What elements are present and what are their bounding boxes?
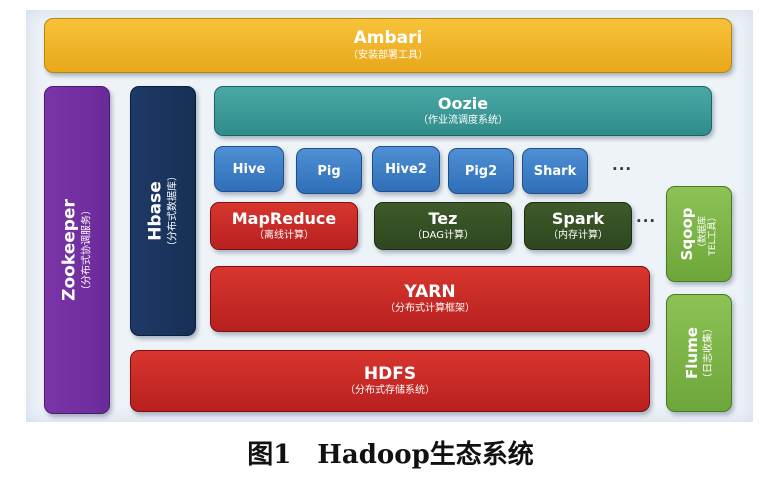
shark-title: Shark: [533, 163, 577, 179]
figure-caption: 图1 Hadoop生态系统: [247, 440, 534, 470]
zookeeper-title: Zookeeper: [59, 199, 80, 301]
ambari-title: Ambari: [353, 28, 423, 49]
ambari-subtitle: （安装部署工具）: [348, 49, 428, 61]
yarn-block: YARN （分布式计算框架）: [210, 266, 650, 332]
spark-block: Spark （内存计算）: [524, 202, 632, 250]
hive2-title: Hive2: [385, 161, 427, 177]
hdfs-block: HDFS （分布式存储系统）: [130, 350, 650, 412]
hive-block: Hive: [214, 146, 284, 192]
hbase-subtitle: （分布式数据库）: [167, 171, 179, 251]
zookeeper-subtitle: （分布式协调服务）: [81, 205, 93, 295]
ambari-block: Ambari （安装部署工具）: [44, 18, 732, 73]
hdfs-subtitle: （分布式存储系统）: [345, 385, 435, 397]
hive-title: Hive: [232, 161, 266, 177]
yarn-subtitle: （分布式计算框架）: [385, 303, 475, 315]
tez-block: Tez （DAG计算）: [374, 202, 512, 250]
sqoop-title: Sqoop: [677, 207, 696, 261]
pig2-block: Pig2: [448, 148, 514, 194]
flume-block: Flume （日志收集）: [666, 294, 732, 412]
spark-subtitle: （内存计算）: [548, 229, 608, 241]
tez-title: Tez: [428, 209, 458, 229]
ellipsis-top: ···: [612, 160, 633, 178]
spark-title: Spark: [551, 209, 605, 229]
mapreduce-subtitle: （离线计算）: [254, 229, 314, 241]
sqoop-block: Sqoop （数据库 TEL工具）: [666, 186, 732, 282]
oozie-block: Oozie （作业流调度系统）: [214, 86, 712, 136]
pig2-title: Pig2: [464, 163, 498, 179]
hive2-block: Hive2: [372, 146, 440, 192]
sqoop-subtitle-line2: TEL工具）: [708, 212, 719, 256]
zookeeper-block: Zookeeper （分布式协调服务）: [44, 86, 110, 414]
tez-subtitle: （DAG计算）: [412, 229, 474, 241]
ellipsis-mid: ···: [636, 212, 657, 230]
oozie-title: Oozie: [437, 94, 489, 114]
mapreduce-title: MapReduce: [231, 209, 337, 229]
pig-block: Pig: [296, 148, 362, 194]
pig-title: Pig: [317, 163, 341, 179]
hdfs-title: HDFS: [363, 363, 417, 384]
hbase-title: Hbase: [145, 181, 166, 241]
shark-block: Shark: [522, 148, 588, 194]
flume-subtitle: （日志收集）: [702, 323, 714, 383]
yarn-title: YARN: [404, 281, 456, 302]
hbase-block: Hbase （分布式数据库）: [130, 86, 196, 336]
flume-title: Flume: [682, 327, 701, 379]
mapreduce-block: MapReduce （离线计算）: [210, 202, 358, 250]
oozie-subtitle: （作业流调度系统）: [418, 114, 508, 126]
sqoop-subtitle-line1: （数据库: [697, 215, 708, 253]
